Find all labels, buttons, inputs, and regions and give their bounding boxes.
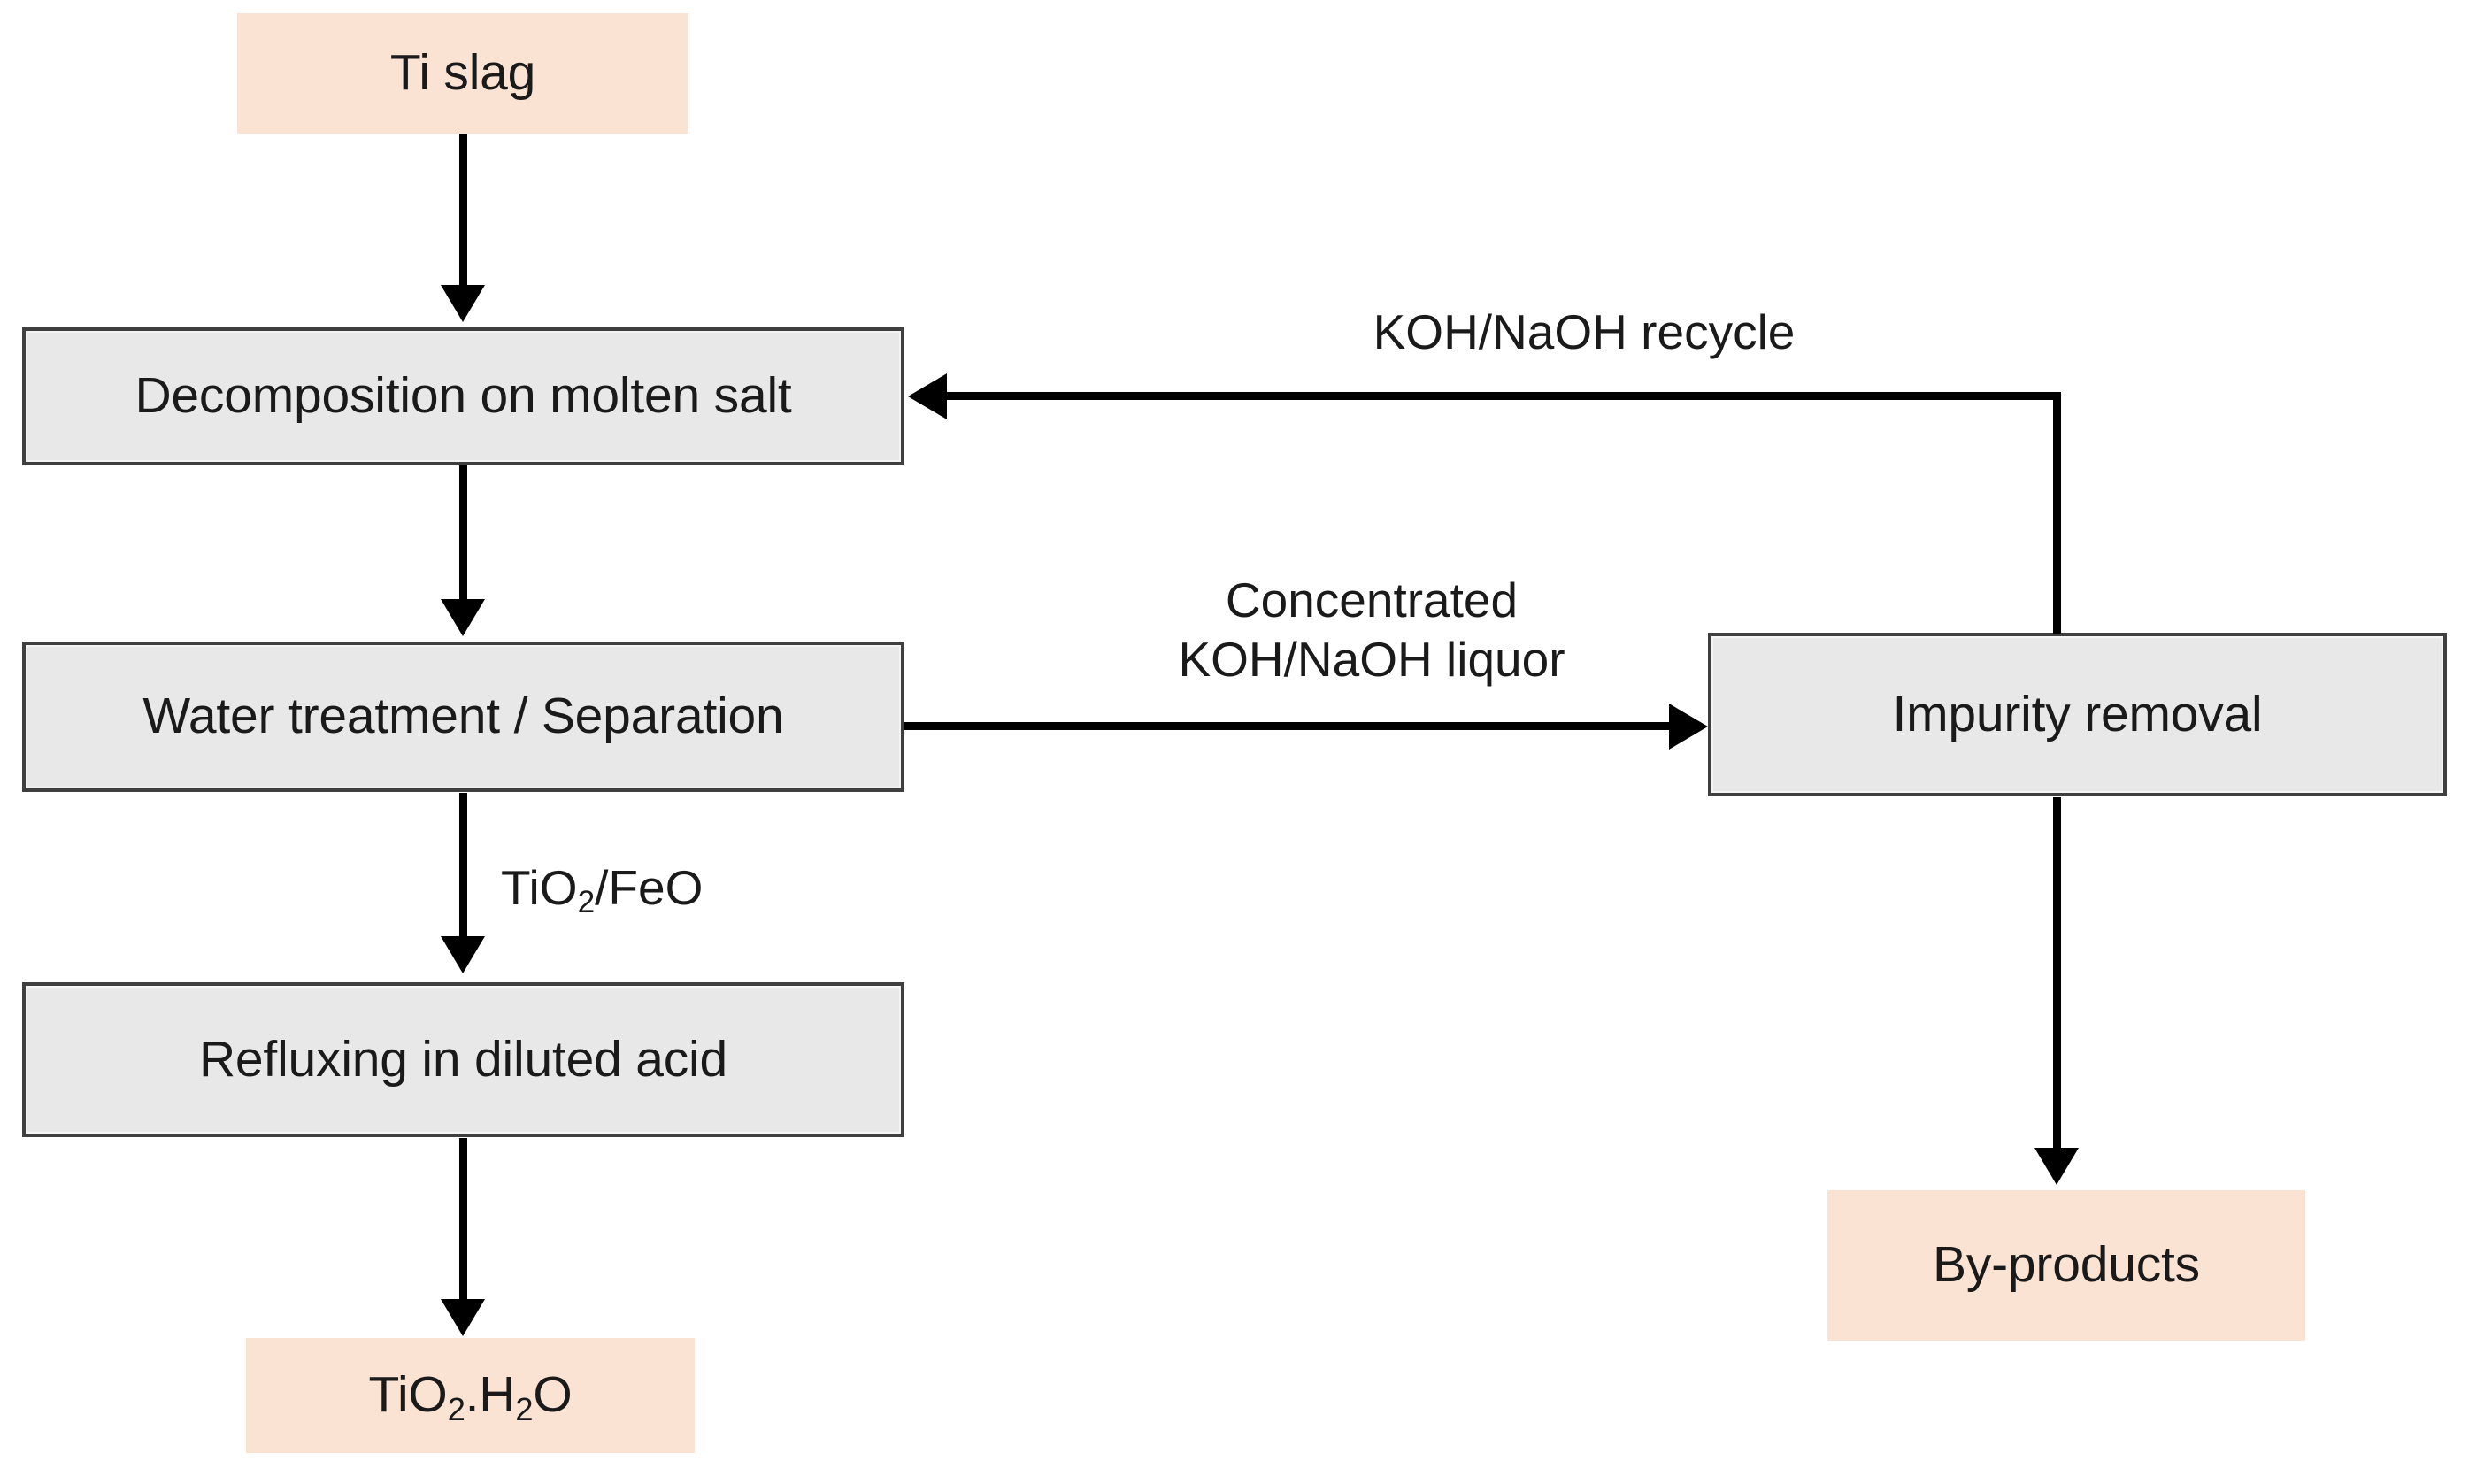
edge-recycle-horizontal-line xyxy=(947,392,2061,400)
edge-refluxing-to-tio2-h2o-arrowhead xyxy=(441,1299,485,1336)
edge-water-treatment-to-impurity-removal-line xyxy=(904,722,1674,730)
edge-recycle-arrowhead xyxy=(908,373,947,419)
edge-impurity-removal-to-by-products-arrowhead xyxy=(2034,1148,2079,1185)
edge-refluxing-to-tio2-h2o-line xyxy=(459,1138,467,1302)
edge-label-concentrated-koh-naoh-liquor: Concentrated KOH/NaOH liquor xyxy=(1178,573,1565,688)
node-tio2-h2o: TiO2.H2O xyxy=(246,1338,695,1453)
edge-water-treatment-to-refluxing-arrowhead xyxy=(441,936,485,973)
node-refluxing-in-diluted-acid: Refluxing in diluted acid xyxy=(22,982,904,1137)
node-ti-slag: Ti slag xyxy=(237,13,688,134)
node-impurity-removal: Impurity removal xyxy=(1708,633,2447,796)
edge-water-treatment-to-refluxing-line xyxy=(459,793,467,939)
edge-ti-slag-to-decomposition-arrowhead xyxy=(441,285,485,322)
edge-label-tio2-feo: TiO2/FeO xyxy=(501,860,704,920)
edge-decomposition-to-water-treatment-line xyxy=(459,465,467,603)
node-water-treatment-separation: Water treatment / Separation xyxy=(22,642,904,792)
edge-decomposition-to-water-treatment-arrowhead xyxy=(441,599,485,636)
node-by-products: By-products xyxy=(1827,1190,2305,1341)
edge-label-koh-naoh-recycle: KOH/NaOH recycle xyxy=(1373,304,1796,359)
edge-water-treatment-to-impurity-removal-arrowhead xyxy=(1669,704,1708,750)
edge-ti-slag-to-decomposition-line xyxy=(459,134,467,288)
edge-recycle-vertical-line xyxy=(2053,392,2061,634)
node-decomposition-on-molten-salt: Decomposition on molten salt xyxy=(22,327,904,465)
edge-impurity-removal-to-by-products-line xyxy=(2053,797,2061,1151)
